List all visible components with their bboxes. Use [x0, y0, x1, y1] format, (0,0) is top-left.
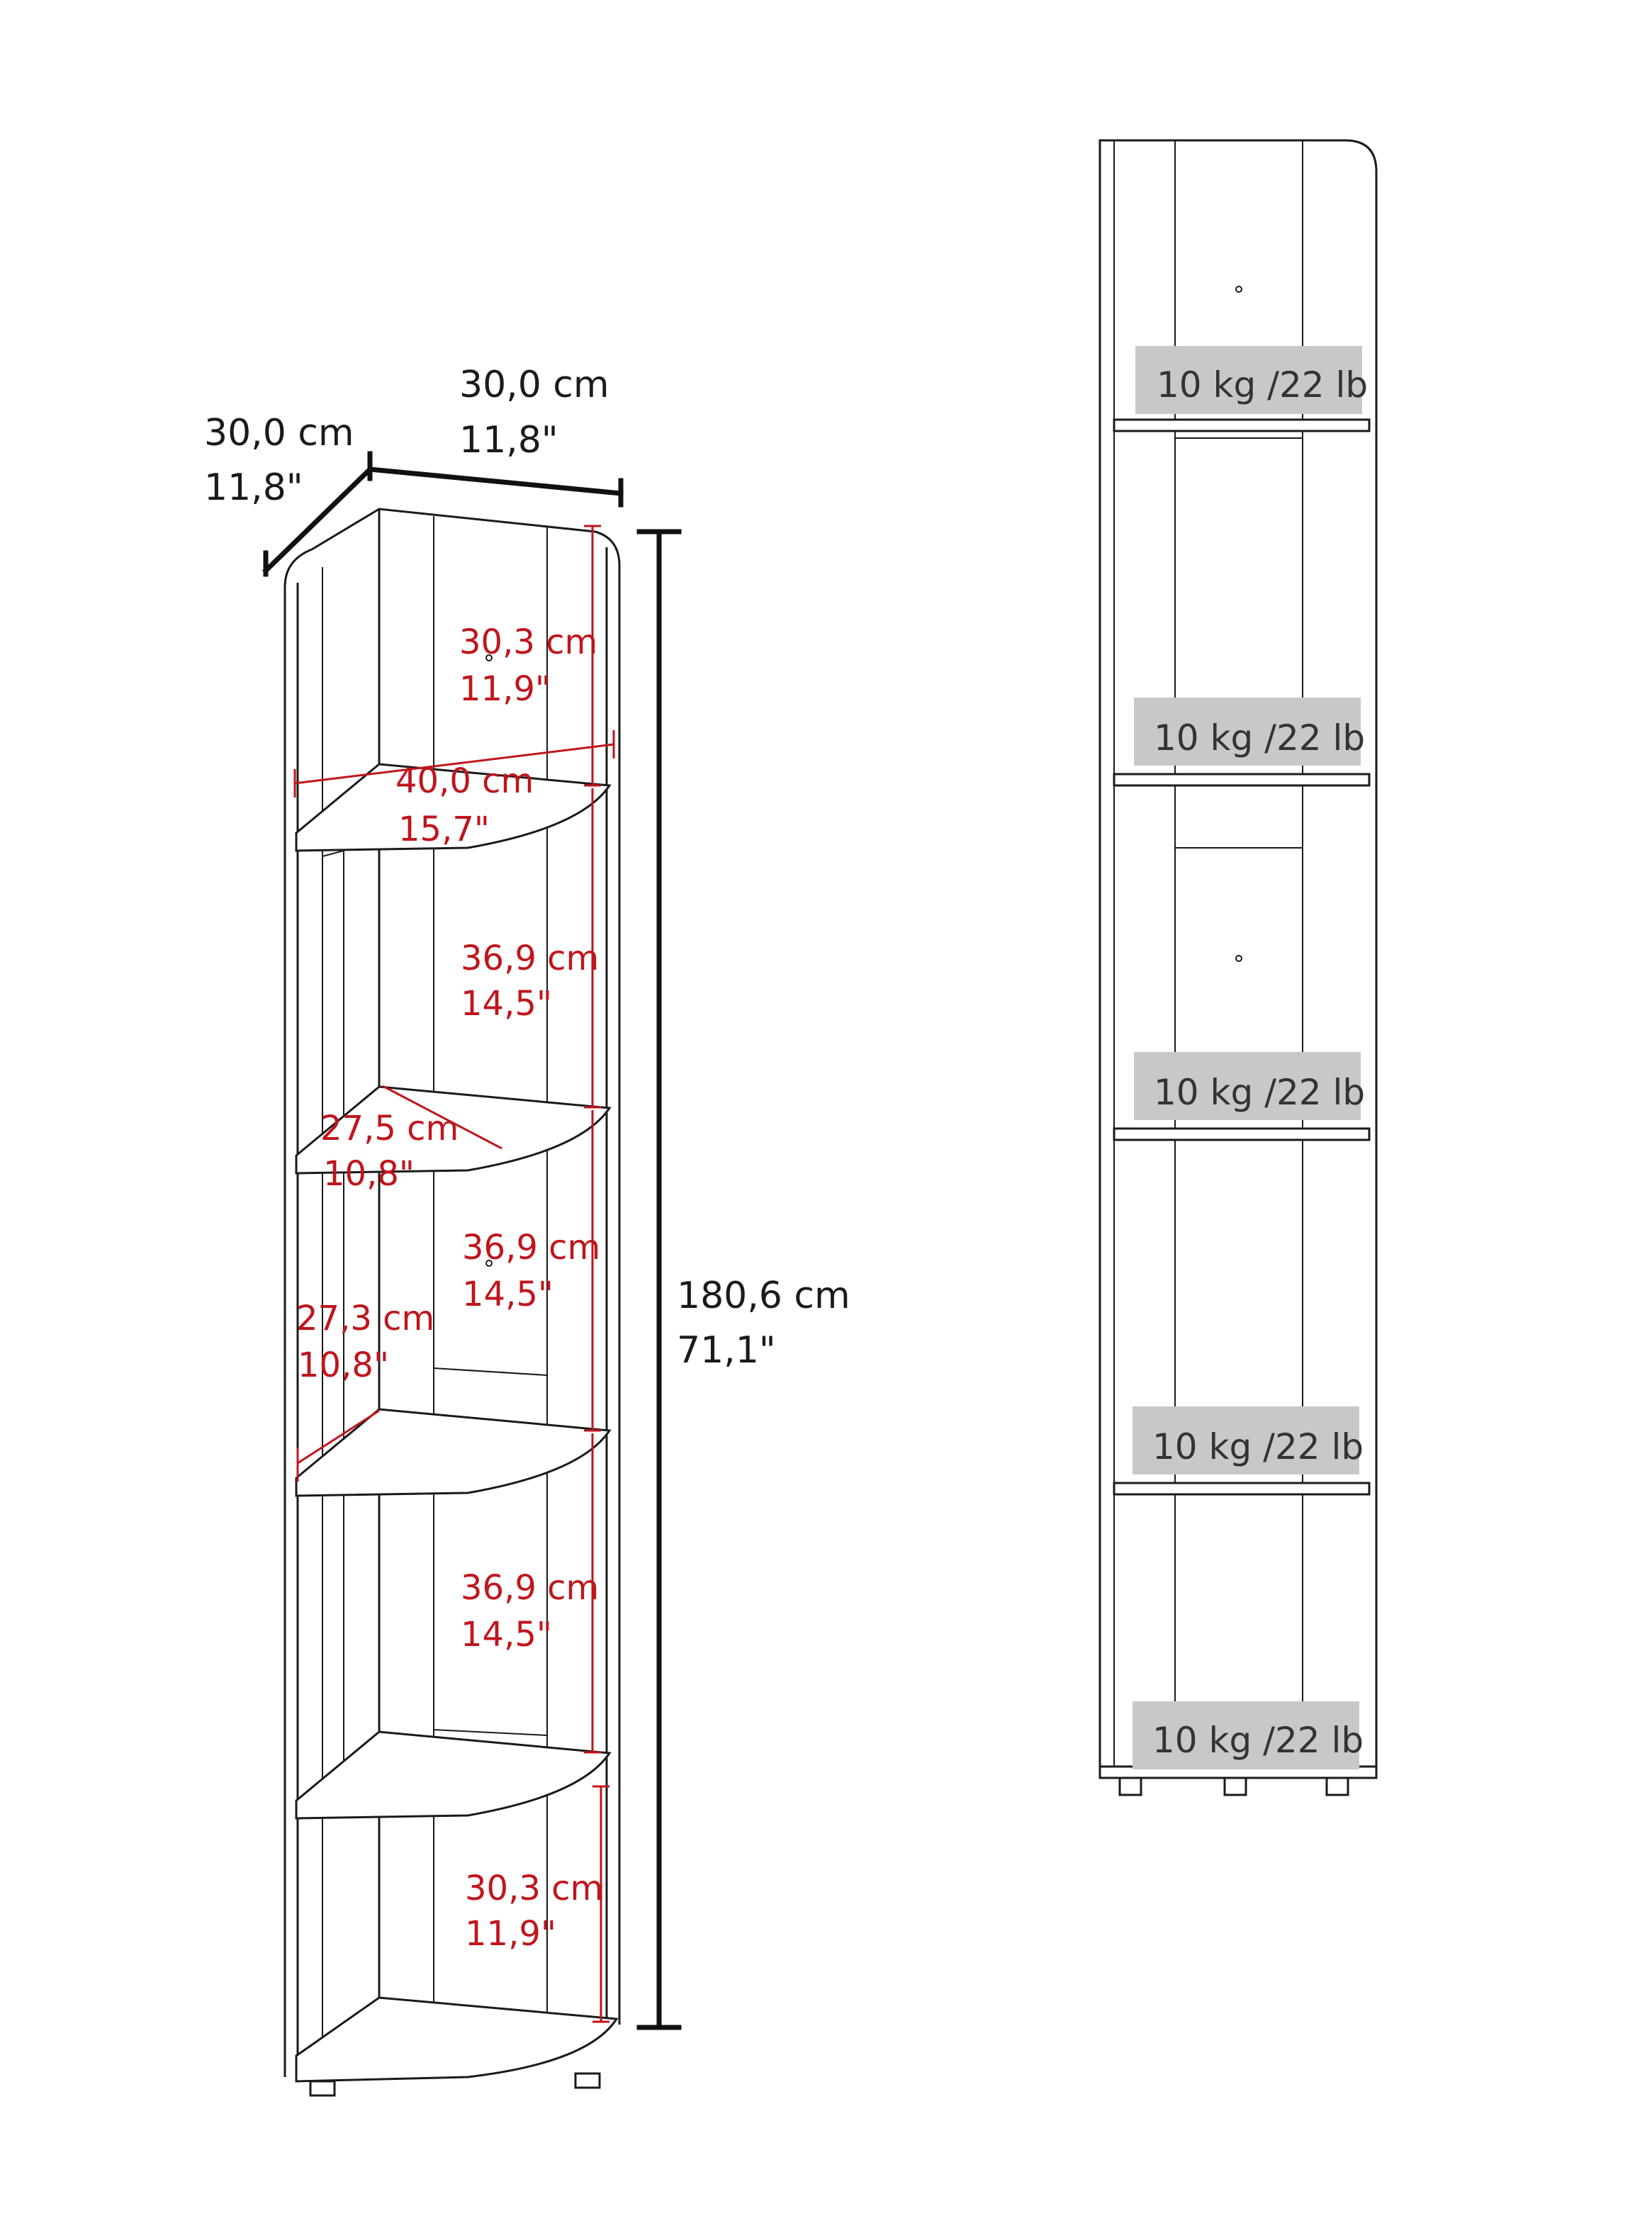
compartment-3-cm: 36,9 cm — [462, 1228, 600, 1267]
foot-left — [309, 2080, 336, 2097]
front-shelf-3 — [1113, 1127, 1371, 1141]
shelf-radius-cm: 27,5 cm — [320, 1109, 459, 1148]
front-outline — [1098, 139, 1378, 1779]
front-partitions — [1175, 437, 1303, 849]
load-rating-4: 10 kg /22 lb — [1152, 1426, 1364, 1467]
height-in-label: 71,1" — [677, 1329, 776, 1372]
depth-cm-label: 30,0 cm — [204, 412, 354, 454]
compartment-2-dim — [584, 788, 601, 1109]
shelf-side-in: 10,8" — [298, 1345, 389, 1385]
foot-right — [574, 2072, 601, 2089]
shelf-1 — [295, 763, 612, 852]
overall-dimensions: 30,0 cm 11,8" 30,0 cm 11,8" 180,6 cm 71,… — [204, 364, 850, 2030]
front-view: 10 kg /22 lb 10 kg /22 lb 10 kg /22 lb 1… — [1098, 139, 1378, 1796]
shelf-4 — [295, 1730, 612, 1820]
compartment-5-cm: 30,3 cm — [465, 1869, 603, 1908]
shelf-side-cm: 27,3 cm — [296, 1299, 434, 1338]
load-badge-3 — [1134, 1052, 1361, 1120]
load-badge-2 — [1134, 698, 1361, 766]
height-cm-label: 180,6 cm — [677, 1275, 850, 1317]
load-rating-2: 10 kg /22 lb — [1154, 717, 1365, 759]
bottom-shelf — [295, 1996, 619, 2083]
front-foot-left — [1118, 1776, 1142, 1796]
width-cm-label: 30,0 cm — [459, 364, 609, 406]
red-dimensions: 30,3 cm 11,9" 36,9 cm 14,5" 36,9 cm 14,5… — [293, 525, 615, 2023]
compartment-4-dim — [584, 1433, 601, 1754]
compartment-4-in: 14,5" — [461, 1615, 552, 1655]
shelf-diagonal-cm: 40,0 cm — [395, 761, 534, 801]
shelf-radius-in: 10,8" — [323, 1154, 415, 1194]
compartment-3-in: 14,5" — [462, 1275, 554, 1314]
shelf-2 — [295, 1085, 612, 1175]
depth-dimension-line — [262, 451, 373, 577]
compartment-5-dim — [592, 1785, 609, 2023]
hole-lower — [485, 1260, 493, 1267]
compartment-1-in: 11,9" — [459, 669, 551, 709]
load-badge-1 — [1135, 346, 1362, 414]
front-hole-upper — [1235, 286, 1242, 293]
front-shelf-1 — [1113, 418, 1371, 432]
width-dimension-line — [367, 466, 624, 508]
front-hole-lower — [1235, 955, 1242, 962]
hole-upper — [485, 654, 493, 661]
compartment-5-in: 11,9" — [465, 1914, 556, 1954]
compartment-1-cm: 30,3 cm — [459, 622, 597, 662]
shelf-diagonal-in: 15,7" — [398, 810, 490, 849]
height-dimension-line — [636, 529, 682, 2030]
compartment-4-cm: 36,9 cm — [461, 1568, 599, 1608]
load-rating-1: 10 kg /22 lb — [1157, 364, 1368, 405]
shelf-3 — [295, 1408, 612, 1497]
compartment-2-in: 14,5" — [461, 984, 552, 1024]
load-badge-5 — [1133, 1701, 1359, 1769]
width-in-label: 11,8" — [459, 419, 558, 461]
load-rating-5: 10 kg /22 lb — [1152, 1720, 1364, 1761]
front-shelf-2 — [1113, 773, 1371, 787]
front-shelf-4 — [1113, 1482, 1371, 1496]
compartment-2-cm: 36,9 cm — [461, 939, 599, 978]
compartment-1-dim — [584, 525, 601, 787]
compartment-3-dim — [584, 1110, 601, 1432]
shelf-radius-dim — [382, 1085, 502, 1150]
depth-in-label: 11,8" — [204, 466, 303, 509]
shelf-side-dim — [296, 1409, 380, 1482]
front-foot-right — [1325, 1776, 1349, 1796]
front-foot-middle — [1223, 1776, 1247, 1796]
load-rating-3: 10 kg /22 lb — [1154, 1072, 1365, 1113]
top-outline — [283, 508, 621, 2025]
shelf-diagonal-dim — [293, 730, 615, 798]
load-badge-4 — [1133, 1406, 1359, 1474]
corner-shelf-perspective-view — [283, 508, 621, 2097]
